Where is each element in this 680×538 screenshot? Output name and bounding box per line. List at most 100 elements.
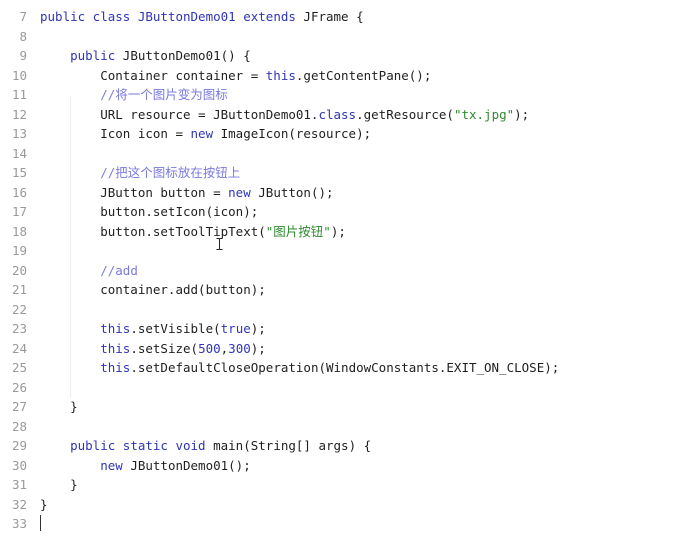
line-number: 27 (11, 399, 27, 414)
code-text: //add (40, 261, 138, 281)
code-line[interactable]: 18 button.setToolTipText("图片按钮"); (0, 222, 680, 242)
code-line[interactable]: 26 (0, 378, 680, 398)
line-number: 23 (11, 321, 27, 336)
code-text: container.add(button); (40, 280, 266, 300)
code-line[interactable]: 15 //把这个图标放在按钮上 (0, 163, 680, 183)
line-number: 18 (11, 223, 27, 239)
code-token: new (190, 126, 221, 141)
code-line[interactable]: 19 (0, 241, 680, 261)
code-token: this (265, 67, 296, 83)
code-text: Icon icon = new ImageIcon(resource); (40, 124, 371, 144)
code-token: ); (250, 340, 266, 356)
code-token: } (40, 477, 78, 492)
line-number: 14 (11, 145, 27, 161)
code-token: true (220, 321, 251, 336)
code-text: } (40, 475, 78, 495)
line-number: 26 (11, 379, 27, 395)
code-token (40, 458, 100, 473)
code-token: .getResource( (356, 106, 454, 122)
line-number: 22 (11, 301, 27, 317)
line-number: 29 (11, 438, 27, 453)
code-text: public JButtonDemo01() { (40, 46, 251, 66)
code-line[interactable]: 31 } (0, 475, 680, 495)
code-text: public class JButtonDemo01 extends JFram… (40, 7, 364, 27)
code-text: //把这个图标放在按钮上 (40, 163, 240, 183)
code-token: JButton button = (40, 184, 229, 200)
code-token: class (318, 106, 357, 122)
line-number: 21 (11, 282, 27, 297)
code-text: this.setSize(500,300); (40, 339, 266, 359)
code-line[interactable]: 33 (0, 514, 680, 534)
code-line[interactable]: 17 button.setIcon(icon); (0, 202, 680, 222)
code-token: JButtonDemo01(); (130, 457, 251, 473)
code-token: new (100, 457, 131, 473)
code-token: new (228, 184, 259, 200)
code-line[interactable]: 10 Container container = this.getContent… (0, 66, 680, 86)
code-token: 500 (198, 340, 221, 356)
code-token: JButtonDemo01() { (122, 48, 251, 63)
line-number: 20 (11, 262, 27, 278)
code-text: public static void main(String[] args) { (40, 436, 371, 456)
code-token: } (40, 399, 78, 414)
line-number: 13 (11, 126, 27, 141)
code-token: container.add(button); (40, 282, 266, 297)
code-line[interactable]: 23 this.setVisible(true); (0, 319, 680, 339)
code-token (40, 263, 100, 278)
code-token: ); (514, 106, 530, 122)
code-line[interactable]: 20 //add (0, 261, 680, 281)
code-line[interactable]: 8 (0, 27, 680, 47)
code-token: ); (330, 223, 346, 239)
code-line[interactable]: 25 this.setDefaultCloseOperation(WindowC… (0, 358, 680, 378)
code-line[interactable]: 21 container.add(button); (0, 280, 680, 300)
code-line[interactable]: 27 } (0, 397, 680, 417)
line-number: 15 (11, 165, 27, 180)
code-token: //将一个图片变为图标 (100, 87, 228, 102)
code-token: 300 (228, 340, 251, 356)
line-number: 9 (19, 48, 27, 63)
code-line[interactable]: 28 (0, 417, 680, 437)
code-token: } (40, 496, 48, 512)
code-token: "图片按钮" (265, 223, 331, 239)
line-number: 11 (11, 87, 27, 102)
code-token: "tx.jpg" (453, 106, 515, 122)
line-number: 16 (11, 184, 27, 200)
code-line[interactable]: 14 (0, 144, 680, 164)
text-cursor (40, 515, 41, 531)
line-number: 30 (11, 457, 27, 473)
code-token: //把这个图标放在按钮上 (100, 165, 241, 180)
code-token: JFrame { (303, 9, 364, 24)
line-number: 24 (11, 340, 27, 356)
code-line[interactable]: 24 this.setSize(500,300); (0, 339, 680, 359)
code-text: JButton button = new JButton(); (40, 183, 333, 203)
code-line[interactable]: 30 new JButtonDemo01(); (0, 456, 680, 476)
code-token: main(String[] args) { (213, 438, 372, 453)
code-token: this (100, 321, 131, 336)
code-token: //add (100, 262, 138, 278)
code-token (40, 165, 100, 180)
code-token (40, 360, 100, 375)
code-line[interactable]: 9 public JButtonDemo01() { (0, 46, 680, 66)
code-line[interactable]: 32} (0, 495, 680, 515)
code-text: this.setDefaultCloseOperation(WindowCons… (40, 358, 559, 378)
code-line[interactable]: 16 JButton button = new JButton(); (0, 183, 680, 203)
code-line[interactable]: 13 Icon icon = new ImageIcon(resource); (0, 124, 680, 144)
line-number: 28 (11, 418, 27, 434)
code-token: public (70, 48, 123, 63)
line-number: 19 (11, 243, 27, 258)
line-number: 32 (11, 496, 27, 512)
code-token: public class (40, 9, 138, 24)
code-line[interactable]: 29 public static void main(String[] args… (0, 436, 680, 456)
code-text: } (40, 397, 78, 417)
line-number: 10 (11, 67, 27, 83)
code-text: button.setToolTipText("图片按钮"); (40, 222, 346, 242)
code-token: ImageIcon(resource); (220, 126, 372, 141)
code-line[interactable]: 12 URL resource = JButtonDemo01.class.ge… (0, 105, 680, 125)
code-line[interactable]: 11 //将一个图片变为图标 (0, 85, 680, 105)
code-token: Container container = (40, 67, 266, 83)
code-token (40, 321, 100, 336)
code-text: //将一个图片变为图标 (40, 85, 228, 105)
code-line[interactable]: 22 (0, 300, 680, 320)
line-number: 17 (11, 204, 27, 219)
